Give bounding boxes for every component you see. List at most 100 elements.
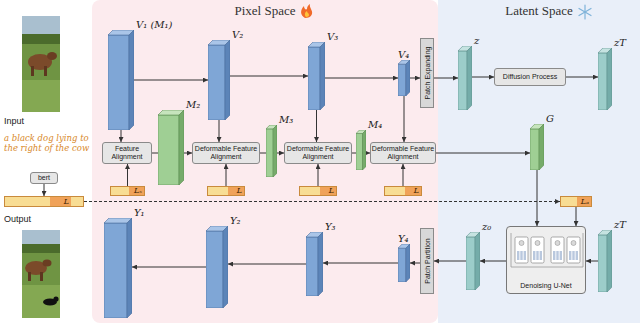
alignment-map: M₄: [356, 130, 366, 170]
box-label: bert: [38, 174, 50, 182]
slab-face: [208, 45, 225, 120]
qkv-cell: [560, 251, 562, 260]
feature-map: V₄: [398, 60, 410, 96]
connector: [132, 267, 206, 268]
qkv-cell: [524, 251, 526, 260]
attention-block: [515, 237, 528, 263]
map-slab: [306, 232, 323, 296]
connector: [318, 164, 319, 186]
slab-face: [108, 35, 129, 130]
slab-face: [306, 237, 318, 296]
connector: [403, 164, 404, 186]
attention-dot: [555, 241, 560, 246]
slab-face: [179, 110, 184, 185]
token-bar: L: [4, 196, 84, 207]
qkv-cell: [576, 251, 578, 260]
slab-face: [266, 129, 273, 177]
connector: [226, 164, 227, 186]
map-label: M₃: [279, 114, 293, 125]
slab-face: [475, 232, 480, 290]
map-slab: [208, 40, 230, 120]
slab-face: [273, 125, 277, 177]
process-box: Deformable Feature Alignment: [370, 142, 436, 164]
image-caption: Output: [4, 214, 31, 225]
prompt-text: a black dog lying to the right of the co…: [4, 133, 92, 153]
map-label: V₂: [232, 29, 243, 40]
map-slab: [398, 244, 410, 282]
box-label: L: [64, 198, 69, 206]
feature-map: V₁ (M₁): [108, 30, 134, 130]
process-box: Deformable Feature Alignment: [284, 142, 352, 164]
qkv-cell: [536, 251, 538, 260]
attention-dot: [535, 241, 540, 246]
map-label: z₀: [482, 221, 491, 232]
map-label: Y₁: [134, 207, 145, 218]
box-label: Deformable Feature Alignment: [371, 145, 435, 160]
feature-map: Y₃: [306, 232, 323, 296]
attention-block: [567, 237, 580, 263]
latent-map: zT: [598, 230, 612, 292]
map-label: Y₄: [398, 233, 409, 244]
token-bar: L: [384, 186, 422, 196]
feature-map: Y₄: [398, 244, 410, 282]
slab-face: [129, 30, 134, 130]
map-slab: [158, 110, 184, 185]
slab-face: [406, 60, 410, 96]
feature-map: V₂: [208, 40, 230, 120]
slab-face: [223, 226, 228, 308]
latent-map: zT: [598, 48, 612, 110]
map-slab: [108, 30, 134, 130]
feature-map: Y₁: [104, 218, 132, 318]
token-bar: Lₛ: [110, 186, 145, 196]
map-label: M₂: [186, 99, 200, 110]
connector: [576, 207, 577, 226]
map-label: M₄: [368, 119, 382, 130]
pixel-space-ground: [92, 0, 438, 323]
process-box: Feature Alignment: [102, 142, 152, 164]
space-panel: Latent Space zDiffusion Process zT G Lₐ z₀ Den…: [438, 0, 640, 323]
slab-face: [530, 129, 539, 170]
map-slab: [308, 42, 325, 110]
slab-face: [104, 223, 127, 318]
qkv-cell: [553, 251, 555, 260]
process-box: Deformable Feature Alignment: [192, 142, 260, 164]
box-label: Diffusion Process: [503, 73, 557, 81]
alignment-map: M₃: [266, 125, 277, 177]
slab-face: [406, 244, 410, 282]
connector: [410, 263, 420, 264]
unet-box: Denoising U-Net: [506, 226, 586, 294]
map-slab: [458, 46, 472, 110]
token-bar: Lₐ: [560, 196, 592, 207]
attention-block: [551, 237, 564, 263]
connector: [566, 77, 598, 78]
map-slab: [356, 130, 366, 170]
connector: [472, 77, 494, 78]
connector: [219, 120, 220, 142]
latent-map: z₀: [466, 232, 480, 290]
map-label: V₄: [398, 49, 409, 60]
map-slab: [598, 48, 612, 110]
map-slab: [104, 218, 132, 318]
input-photo: [22, 16, 60, 112]
process-box: bert: [30, 172, 58, 184]
flame-icon: [301, 4, 312, 18]
feature-map: V₃: [308, 42, 325, 110]
box-label: Lₐ: [581, 198, 589, 206]
map-label: G: [546, 113, 554, 124]
box-label: L: [329, 187, 334, 195]
box-label: L: [414, 187, 419, 195]
connector: [480, 261, 506, 262]
map-label: z: [474, 35, 479, 46]
attention-dot: [571, 241, 576, 246]
connector: [436, 153, 530, 154]
slab-face: [398, 248, 406, 282]
panel-title: Latent Space: [438, 0, 640, 19]
output-photo: [22, 230, 60, 318]
attention-block: [531, 237, 544, 263]
connector: [44, 184, 45, 196]
map-label: zT: [614, 219, 626, 230]
attention-blocks: [507, 227, 587, 277]
panel-title: Pixel Space: [92, 0, 438, 19]
feature-map: Y₂: [206, 226, 228, 308]
